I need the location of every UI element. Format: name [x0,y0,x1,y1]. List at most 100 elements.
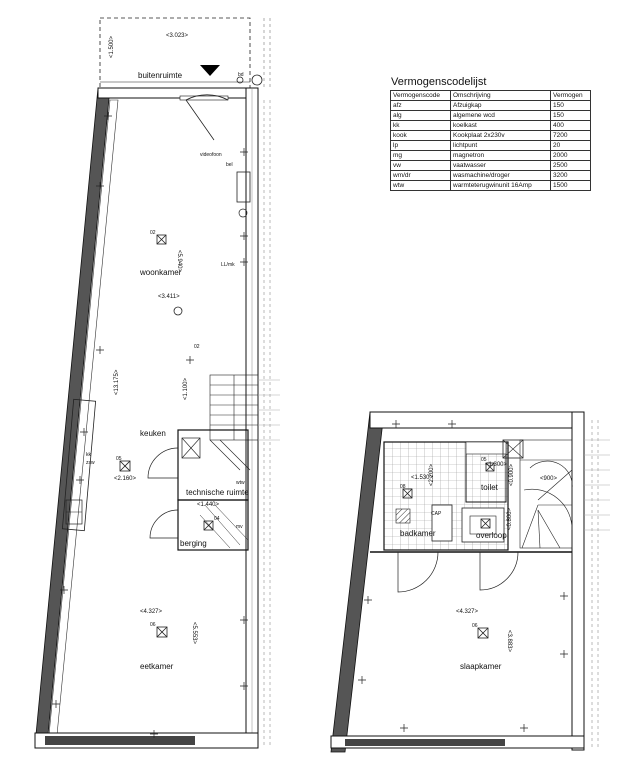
legend-cell-description: koelkast [450,120,551,131]
legend-cell-code: mg [390,150,451,161]
dimension-outdoor-width: <3.023> [166,33,189,39]
label-wtw: wtw [236,480,245,486]
dimension-kitchen-width: <2.160> [114,476,137,482]
legend-cell-code: afz [390,100,451,111]
dimension-bedroom-depth: <3.883> [506,630,512,653]
legend-cell-description: magnetron [450,150,551,161]
label-zsw: zsw [86,460,95,466]
room-label-bedroom: slaapkamer [460,662,502,671]
doorbell-icon [236,76,244,84]
room-label-outdoor: buitenruimte [138,71,183,80]
legend-cell-code: lp [390,140,451,151]
legend-header-row: Vermogenscode Omschrijving Vermogen [390,90,591,101]
legend-cell-code: wm/dr [390,170,451,181]
legend-cell-power: 400 [550,120,591,131]
label-bel: bel [226,162,233,168]
dimension-dining-width: <4.327> [140,609,163,615]
washbasin-icon [431,504,453,542]
legend-cell-power: 20 [550,140,591,151]
ground-floor: buitenruimte woonkamer keuken technische… [34,17,280,749]
power-code-legend: Vermogenscodelijst Vermogenscode Omschri… [390,76,591,191]
legend-cell-description: Kookplaat 2x230v [450,130,551,141]
legend-cell-code: kook [390,130,451,141]
label-kk: kk [86,452,92,458]
label-bd: bd [238,72,244,78]
legend-cell-description: Afzuigkap [450,100,551,111]
legend-cell-power: 150 [550,110,591,121]
room-label-technical: technische ruimte [186,488,249,497]
legend-cell-code: wtw [390,180,451,191]
label-cap: CAP [431,511,442,517]
legend-cell-description: wasmachine/droger [450,170,551,181]
smoke-detector-icon [173,306,183,316]
bathroom-door [397,551,439,593]
label-videofoon: videofoon [200,152,222,158]
legend-cell-description: vaatwasser [450,160,551,171]
label-lp-02-living: 02 [150,230,156,236]
legend-cell-power: 2500 [550,160,591,171]
dimension-bath-depth: <2.200> [429,463,435,486]
legend-header-power: Vermogen [550,90,591,101]
label-lp-05: 05 [116,456,122,462]
legend-cell-power: 1500 [550,180,591,191]
label-lp-06-first: 06 [472,623,478,629]
ceiling-light-icon [119,234,214,638]
label-lp-08: 08 [400,484,406,490]
front-door [185,94,229,141]
outdoor-light-icon [251,74,263,86]
room-label-bathroom: badkamer [400,529,436,538]
legend-header-description: Omschrijving [450,90,551,101]
dimension-bedroom-width: <4.327> [456,609,479,615]
storage-room [177,499,249,551]
dimension-bath-width: <1.530> [411,475,434,481]
label-lp-02-stair: 02 [194,344,200,350]
legend-cell-code: kk [390,120,451,131]
legend-cell-description: warmteterugwinunit 16Amp [450,180,551,191]
shower-drain-icon [395,508,411,524]
bedroom-door [479,551,519,591]
dimension-toilet-depth: <0.900> [509,463,515,486]
room-label-living: woonkamer [139,268,182,277]
first-floor: badkamer toilet overloop slaapkamer <1.5… [330,411,610,753]
entrance-arrow-icon [200,65,220,76]
label-mv: mv [236,524,243,530]
room-label-toilet: toilet [481,483,499,492]
dimension-outdoor-depth: <1.500> [109,35,115,58]
label-lp-04: 04 [214,516,220,522]
dimension-stair-width: <900> [540,476,558,482]
legend-cell-power: 7200 [550,130,591,141]
legend-cell-code: vw [390,160,451,171]
dimension-total-length: <13.175> [114,369,120,395]
legend-cell-code: alg [390,110,451,121]
legend-cell-power: 150 [550,100,591,111]
room-label-dining: eetkamer [140,662,174,671]
legend-title: Vermogenscodelijst [391,76,487,88]
legend-cell-description: algemene wcd [450,110,551,121]
dimension-landing-depth: <0.800> [507,507,513,530]
fridge-icon [236,171,251,203]
legend-header-code: Vermogenscode [390,90,451,101]
legend-cell-power: 3200 [550,170,591,181]
first-floor-left-wall [330,411,385,753]
toilet-icon [238,208,248,218]
dimension-living-depth: <5.940> [176,250,182,273]
label-lp-06: 06 [150,622,156,628]
dimension-kitchen-depth: <1.100> [183,377,189,400]
room-label-landing: overloop [476,531,507,540]
front-wall [97,87,259,99]
room-label-kitchen: keuken [140,429,166,438]
room-label-storage: berging [180,539,207,548]
dimension-dining-depth: <5.553> [191,622,197,645]
dimension-toilet-width: <1.300> [485,462,508,468]
first-floor-right-wall [571,411,585,751]
dimension-technical-width: <1.440> [197,502,220,508]
